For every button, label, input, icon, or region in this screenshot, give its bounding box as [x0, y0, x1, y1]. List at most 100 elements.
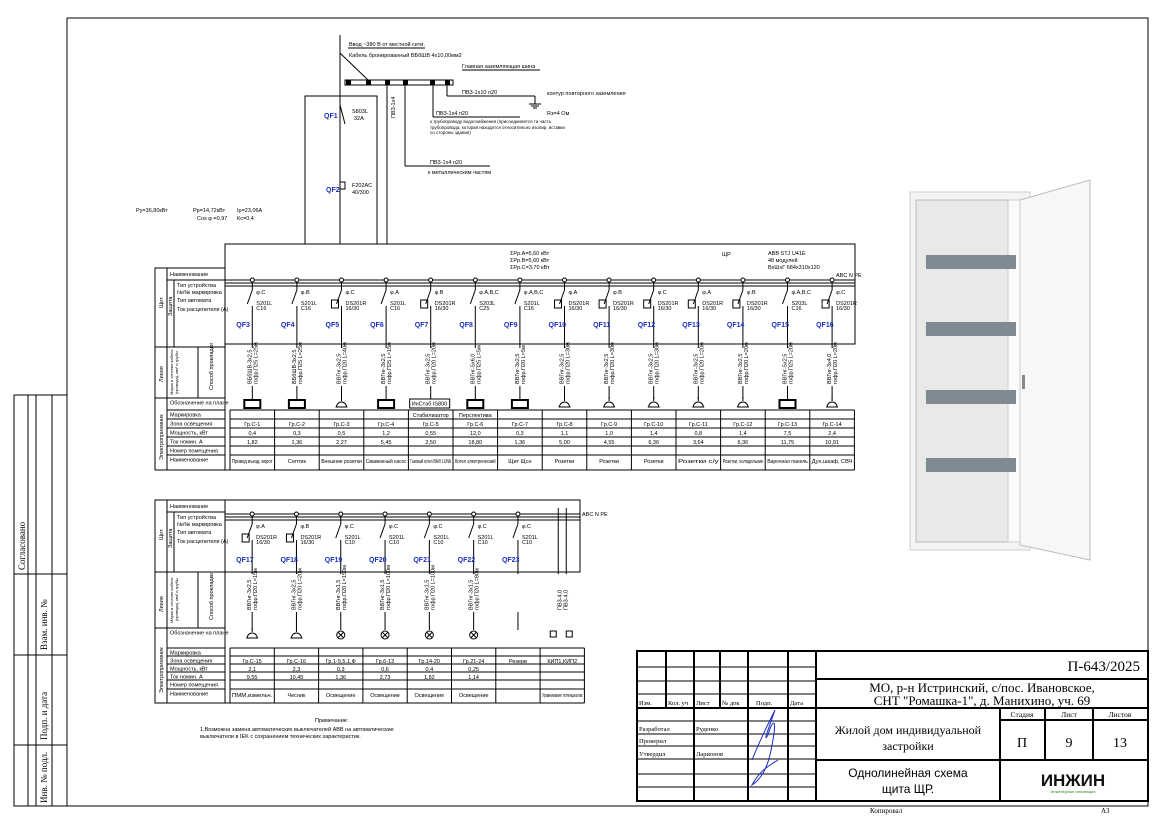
qf-label: QF13 — [682, 322, 700, 329]
qf-label: QF3 — [236, 322, 250, 329]
col-list: Лист — [696, 700, 710, 707]
consumer-name: Розетки — [644, 459, 664, 465]
sum-phase-c: ΣPр.С=3,70 кВт — [510, 265, 550, 271]
label-protection: Защита — [168, 296, 174, 316]
socket-icon — [246, 628, 259, 639]
consumer-name: Дух.шкаф, СВЧ — [812, 459, 853, 465]
phase-label: φ.C — [836, 290, 845, 296]
breaker-contact — [290, 523, 297, 539]
current: 6,36 — [738, 440, 749, 446]
power: 0,8 — [694, 431, 702, 437]
stage-label: Стадия — [1011, 710, 1034, 719]
phase-label: φ.B — [613, 290, 622, 296]
current: 10,45 — [290, 675, 304, 681]
breaker-type: DS201R — [702, 301, 723, 307]
bus-tap — [472, 277, 478, 283]
qf-label: QF17 — [236, 557, 254, 564]
consumer-name: Септик — [288, 459, 307, 465]
consumer-name: Розетки, холодильник — [723, 459, 764, 465]
lamp-icon-cross — [381, 631, 389, 639]
current: 2,27 — [336, 440, 347, 446]
breaker-rating: 16/30 — [569, 306, 583, 312]
cos-value: Cos φ =0,97 — [197, 216, 227, 222]
breaker-rating: C16 — [256, 306, 266, 312]
cable-mark: ВБбШВ-3х2,5 — [292, 350, 298, 384]
power: 0,4 — [248, 431, 256, 437]
power: 0,3 — [516, 431, 524, 437]
consumer-name: Освещение — [326, 693, 356, 699]
socket-icon — [290, 628, 303, 639]
label-consumers: Электроприемник — [159, 414, 165, 460]
breaker-rating: 16/30 — [747, 306, 761, 312]
label-marking: Маркировка — [170, 413, 202, 419]
load-summary: Py=36,80кВт Pp=14,72кВт Ip=23,06A Cos φ … — [136, 208, 263, 222]
current: 1,14 — [468, 675, 479, 681]
breaker-type: S201L — [256, 301, 272, 307]
rcd-icon — [285, 533, 294, 543]
cable-mark: ВВГнг-3х1,5 — [336, 580, 342, 610]
phase-label: φ.C — [433, 524, 442, 530]
socket-icon — [692, 397, 705, 408]
qf-label: QF9 — [504, 322, 518, 329]
consumer-name: Щит Щсн — [508, 459, 531, 465]
bus-tap — [562, 277, 567, 283]
zone: Резерв — [509, 659, 527, 665]
copied-label: Копировал — [870, 807, 903, 815]
qf-label: QF12 — [638, 322, 656, 329]
current: 2,50 — [425, 440, 436, 446]
current: 6,36 — [648, 440, 659, 446]
consumer-name: Чесник — [287, 693, 306, 699]
label-cable-box: Марка и сечение кабеля (провода), мм² и … — [169, 577, 179, 622]
cable-laying: гофр.П20 L=150м — [342, 565, 348, 610]
breaker-rating: C25 — [479, 306, 489, 312]
panel-size: ВxШxГ 684x310x120 — [768, 265, 820, 271]
panel-name: ЩР — [722, 252, 731, 258]
label-number: №/№ маркировка — [177, 522, 223, 528]
breaker-contact — [336, 289, 342, 305]
consumer-name: Привод въезд. ворот — [232, 459, 273, 465]
cable-mark: ВВГнг-5х6,0 — [470, 354, 476, 384]
phase-label: φ.A,B,C — [524, 290, 543, 296]
consumer-name: Розетки — [555, 459, 575, 465]
breaker-rating: 16/30 — [702, 306, 716, 312]
ip-value: Ip=23,06A — [237, 208, 263, 214]
sheets-value: 13 — [1113, 736, 1127, 751]
kip-icon — [565, 630, 573, 638]
label-current: Ток расцепителя (А) — [177, 539, 229, 545]
power: 2,4 — [828, 431, 836, 437]
consumer-name: Освещение — [459, 693, 489, 699]
pipe-note: к трубопроводу водоснабжения (присоединя… — [430, 119, 565, 135]
label-power: Мощность, кВт — [170, 431, 208, 437]
breaker-type: DS201R — [836, 301, 857, 307]
qf2-type: F202AC — [352, 183, 372, 189]
current: 4,55 — [604, 440, 615, 446]
breaker-rating: 16/30 — [613, 306, 627, 312]
breaker-contact — [512, 523, 519, 539]
cable-mark: ВВГнг-5х2,5 — [783, 354, 789, 384]
phase-label: φ.B — [435, 290, 444, 296]
label-method: Способ прокладки — [209, 573, 215, 620]
qf-label: QF21 — [413, 557, 431, 564]
current: 1,36 — [515, 440, 526, 446]
label-line: Линия — [159, 366, 165, 382]
breaker-contact — [692, 289, 699, 305]
cabinet-photo — [909, 179, 1091, 561]
cable-mark: ВВГнг-3х2,5 — [560, 354, 566, 384]
phase-label: φ.A,B,C — [792, 290, 811, 296]
breaker-type: S203L — [479, 301, 495, 307]
breaker-type: DS201R — [658, 301, 679, 307]
breaker-contact — [246, 289, 253, 305]
label-breaker-type: Тип автомата — [177, 530, 212, 536]
cable-laying: гофр.П20 L=5м — [521, 345, 527, 384]
zone: Гр.С-3 — [333, 422, 349, 428]
rcd-icon — [554, 299, 562, 309]
phase-label: φ.A,B,C — [479, 290, 498, 296]
qf-label: QF18 — [280, 557, 298, 564]
